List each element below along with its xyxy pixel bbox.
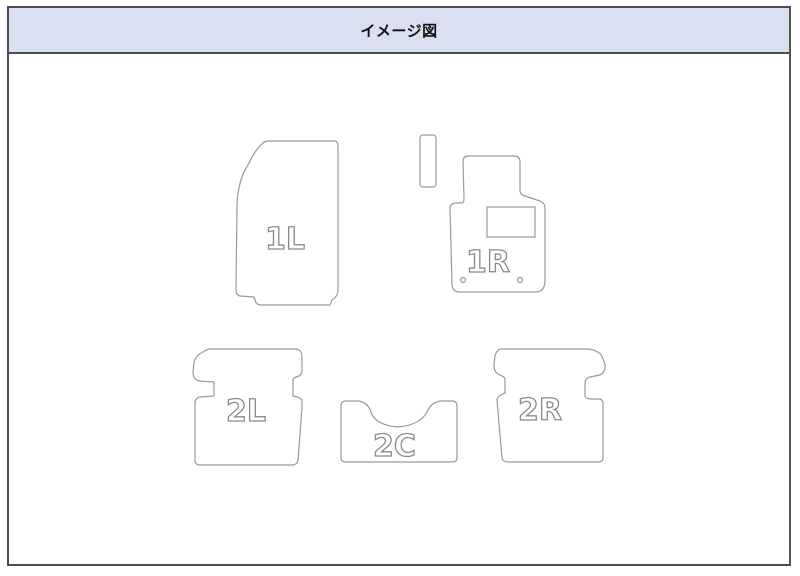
mat-1L: 1L (235, 140, 339, 306)
mat-1R-strip (419, 134, 437, 188)
header-title: イメージ図 (360, 21, 438, 40)
mat-2R: 2R (493, 348, 606, 463)
mat-label-1L: 1L (265, 222, 305, 257)
mat-2L: 2L (192, 348, 303, 466)
image-diagram-table: イメージ図 (7, 6, 791, 566)
mat-2C: 2C (340, 400, 458, 465)
mat-label-2L: 2L (226, 394, 266, 429)
mat-label-2C: 2C (373, 429, 416, 464)
diagram-area (9, 54, 789, 564)
mat-1R: 1R (449, 155, 546, 293)
mat-label-2R: 2R (518, 393, 562, 428)
mat-label-1R: 1R (466, 245, 510, 280)
table-header: イメージ図 (9, 8, 789, 54)
